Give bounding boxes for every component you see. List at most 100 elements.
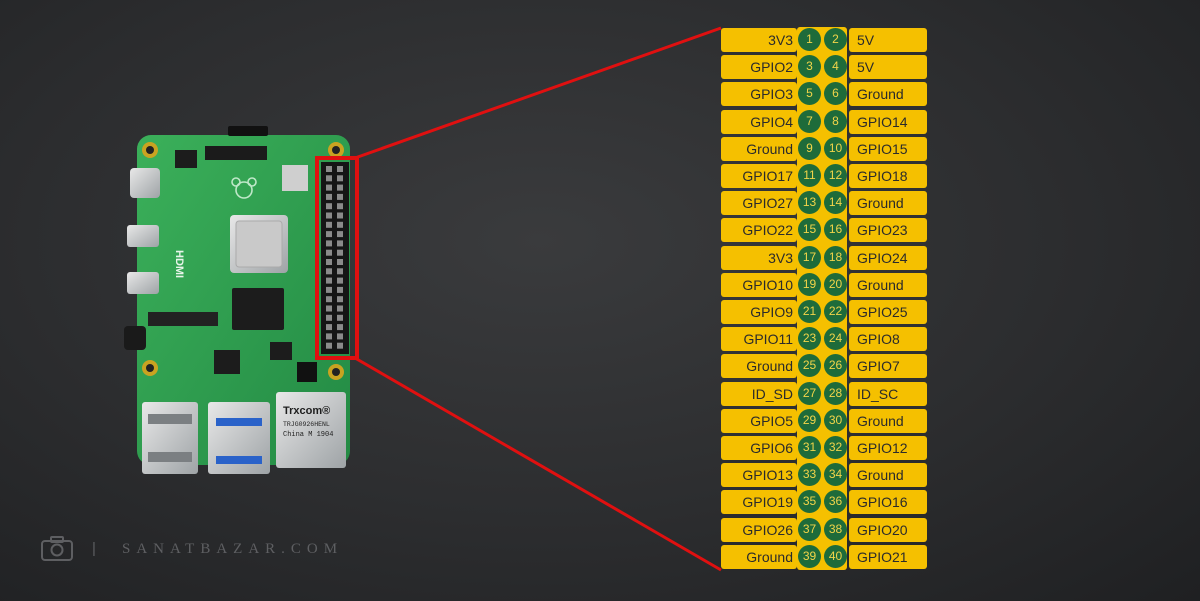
pin-number-even: 8 xyxy=(824,109,847,133)
gpio-pin xyxy=(337,175,343,182)
pin-number-odd: 25 xyxy=(798,354,821,378)
pin-label-left: GPIO2 xyxy=(721,55,797,80)
pin-label-right: 5V xyxy=(849,55,927,80)
pin-number-even: 38 xyxy=(824,517,847,541)
gpio-pin xyxy=(337,296,343,303)
pin-number-even: 30 xyxy=(824,408,847,432)
pin-label-right: GPIO21 xyxy=(849,544,927,569)
pin-label-right: GPIO23 xyxy=(849,218,927,243)
gpio-pin xyxy=(337,314,343,321)
eth-brand: Trxcom® xyxy=(283,405,330,417)
pin-number-odd: 29 xyxy=(798,408,821,432)
gpio-pin xyxy=(337,231,343,238)
pin-number-odd: 15 xyxy=(798,218,821,242)
callout-line-top xyxy=(354,26,722,160)
eth-origin: China M 1904 xyxy=(283,431,333,439)
gpio-pin xyxy=(326,268,332,275)
pin-number-even: 4 xyxy=(824,55,847,79)
gpio-pin xyxy=(337,249,343,256)
gpio-pin xyxy=(326,296,332,303)
pin-number-odd: 23 xyxy=(798,327,821,351)
usb-c-port xyxy=(130,168,160,198)
gpio-pin xyxy=(337,333,343,340)
pin-number-odd: 39 xyxy=(798,544,821,568)
pin-label-right: Ground xyxy=(849,463,927,488)
pin-label-right: Ground xyxy=(849,408,927,433)
gpio-pin xyxy=(337,240,343,247)
pin-number-even: 26 xyxy=(824,354,847,378)
eth-model: TRJG0926HENL xyxy=(283,421,330,428)
pin-label-right: GPIO24 xyxy=(849,245,927,270)
gpio-pin xyxy=(326,286,332,293)
gpio-pin xyxy=(337,221,343,228)
gpio-pin xyxy=(326,221,332,228)
pin-label-right: GPIO16 xyxy=(849,490,927,515)
gpio-pin xyxy=(326,277,332,284)
pin-label-left: GPIO3 xyxy=(721,82,797,107)
gpio-header xyxy=(321,162,349,354)
ram-chip xyxy=(232,288,284,330)
pin-number-even: 40 xyxy=(824,544,847,568)
watermark-separator: | xyxy=(92,540,96,557)
pin-label-left: Ground xyxy=(721,544,797,569)
gpio-pin xyxy=(326,324,332,331)
pin-number-even: 14 xyxy=(824,191,847,215)
pin-label-right: GPIO7 xyxy=(849,354,927,379)
pin-label-right: GPIO18 xyxy=(849,164,927,188)
gpio-pin xyxy=(337,203,343,210)
pin-label-right: 5V xyxy=(849,28,927,52)
pin-label-right: GPIO14 xyxy=(849,109,927,134)
raspberry-logo xyxy=(231,177,257,199)
gpio-pin xyxy=(337,166,343,172)
pin-label-left: GPIO9 xyxy=(721,300,797,324)
pin-label-right: GPIO8 xyxy=(849,327,927,352)
pin-number-odd: 11 xyxy=(798,164,821,187)
watermark-text: SANATBAZAR.COM xyxy=(122,541,344,557)
gpio-pin xyxy=(326,212,332,219)
pin-number-odd: 31 xyxy=(798,436,821,459)
pin-label-left: GPIO5 xyxy=(721,408,797,433)
gpio-pin xyxy=(326,184,332,191)
pin-number-even: 32 xyxy=(824,436,847,459)
pin-number-even: 22 xyxy=(824,300,847,323)
gpio-pin xyxy=(326,166,332,172)
gpio-pin xyxy=(326,305,332,312)
pin-number-odd: 5 xyxy=(798,82,821,106)
pin-number-even: 18 xyxy=(824,245,847,269)
callout-line-bottom xyxy=(354,356,722,572)
pin-label-left: ID_SD xyxy=(721,381,797,406)
hdmi-silkscreen: HDMI xyxy=(173,250,185,278)
pin-label-left: GPIO17 xyxy=(721,164,797,188)
pin-label-left: 3V3 xyxy=(721,245,797,270)
gpio-pin xyxy=(337,305,343,312)
pin-label-left: GPIO4 xyxy=(721,109,797,134)
pin-label-left: GPIO6 xyxy=(721,436,797,460)
gpio-pin xyxy=(337,324,343,331)
gpio-pin xyxy=(337,259,343,265)
pin-number-even: 28 xyxy=(824,381,847,405)
pin-number-even: 12 xyxy=(824,164,847,187)
pin-label-left: Ground xyxy=(721,136,797,161)
gpio-pin xyxy=(326,333,332,340)
pin-number-odd: 27 xyxy=(798,381,821,405)
callout-box xyxy=(315,156,359,360)
pin-label-left: GPIO26 xyxy=(721,517,797,542)
gpio-pin xyxy=(326,249,332,256)
gpio-pin xyxy=(337,342,343,349)
gpio-pin xyxy=(337,286,343,293)
pin-label-right: GPIO20 xyxy=(849,517,927,542)
pin-number-odd: 17 xyxy=(798,245,821,269)
pin-label-left: GPIO10 xyxy=(721,272,797,297)
